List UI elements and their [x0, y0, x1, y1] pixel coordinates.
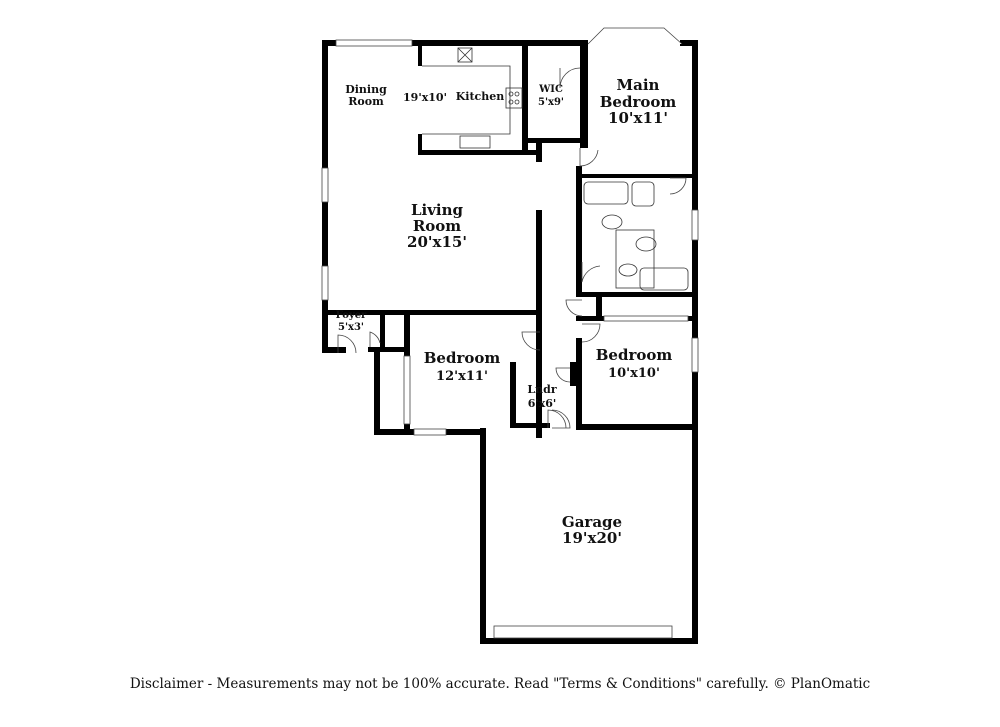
bedroom-right-name: Bedroom	[596, 346, 673, 364]
dining-room-name-2: Room	[348, 95, 384, 108]
room-labels: Dining Room 19'x10' Kitchen WIC 5'x9' Ma…	[336, 76, 677, 547]
foyer-size: 5'x3'	[338, 322, 364, 333]
living-room-name-2: Room	[413, 217, 461, 235]
main-bedroom-name: Main	[617, 76, 660, 94]
living-room-size: 20'x15'	[407, 233, 467, 251]
living-room-name: Living	[411, 201, 464, 219]
bedroom-left-size: 12'x11'	[436, 369, 488, 384]
main-bedroom-size: 10'x11'	[608, 109, 668, 127]
bedroom-right-size: 10'x10'	[608, 366, 660, 381]
disclaimer-text: Disclaimer - Measurements may not be 100…	[129, 676, 871, 692]
laundry-name: Lndr	[527, 383, 556, 396]
wic-size: 5'x9'	[538, 97, 564, 108]
kitchen-name: Kitchen	[456, 90, 505, 103]
kitchen-size: 19'x10'	[403, 91, 447, 104]
main-bedroom-name-2: Bedroom	[600, 93, 677, 111]
doors	[337, 67, 687, 429]
dining-room-name: Dining	[345, 83, 387, 96]
fixtures	[422, 47, 689, 291]
foyer-name: Foyer	[336, 310, 367, 321]
wic-name: WIC	[538, 84, 563, 95]
windows	[321, 27, 699, 639]
garage-name: Garage	[562, 513, 622, 531]
bedroom-left-name: Bedroom	[424, 349, 501, 367]
garage-size: 19'x20'	[562, 529, 622, 547]
laundry-size: 6'x6'	[528, 397, 557, 410]
